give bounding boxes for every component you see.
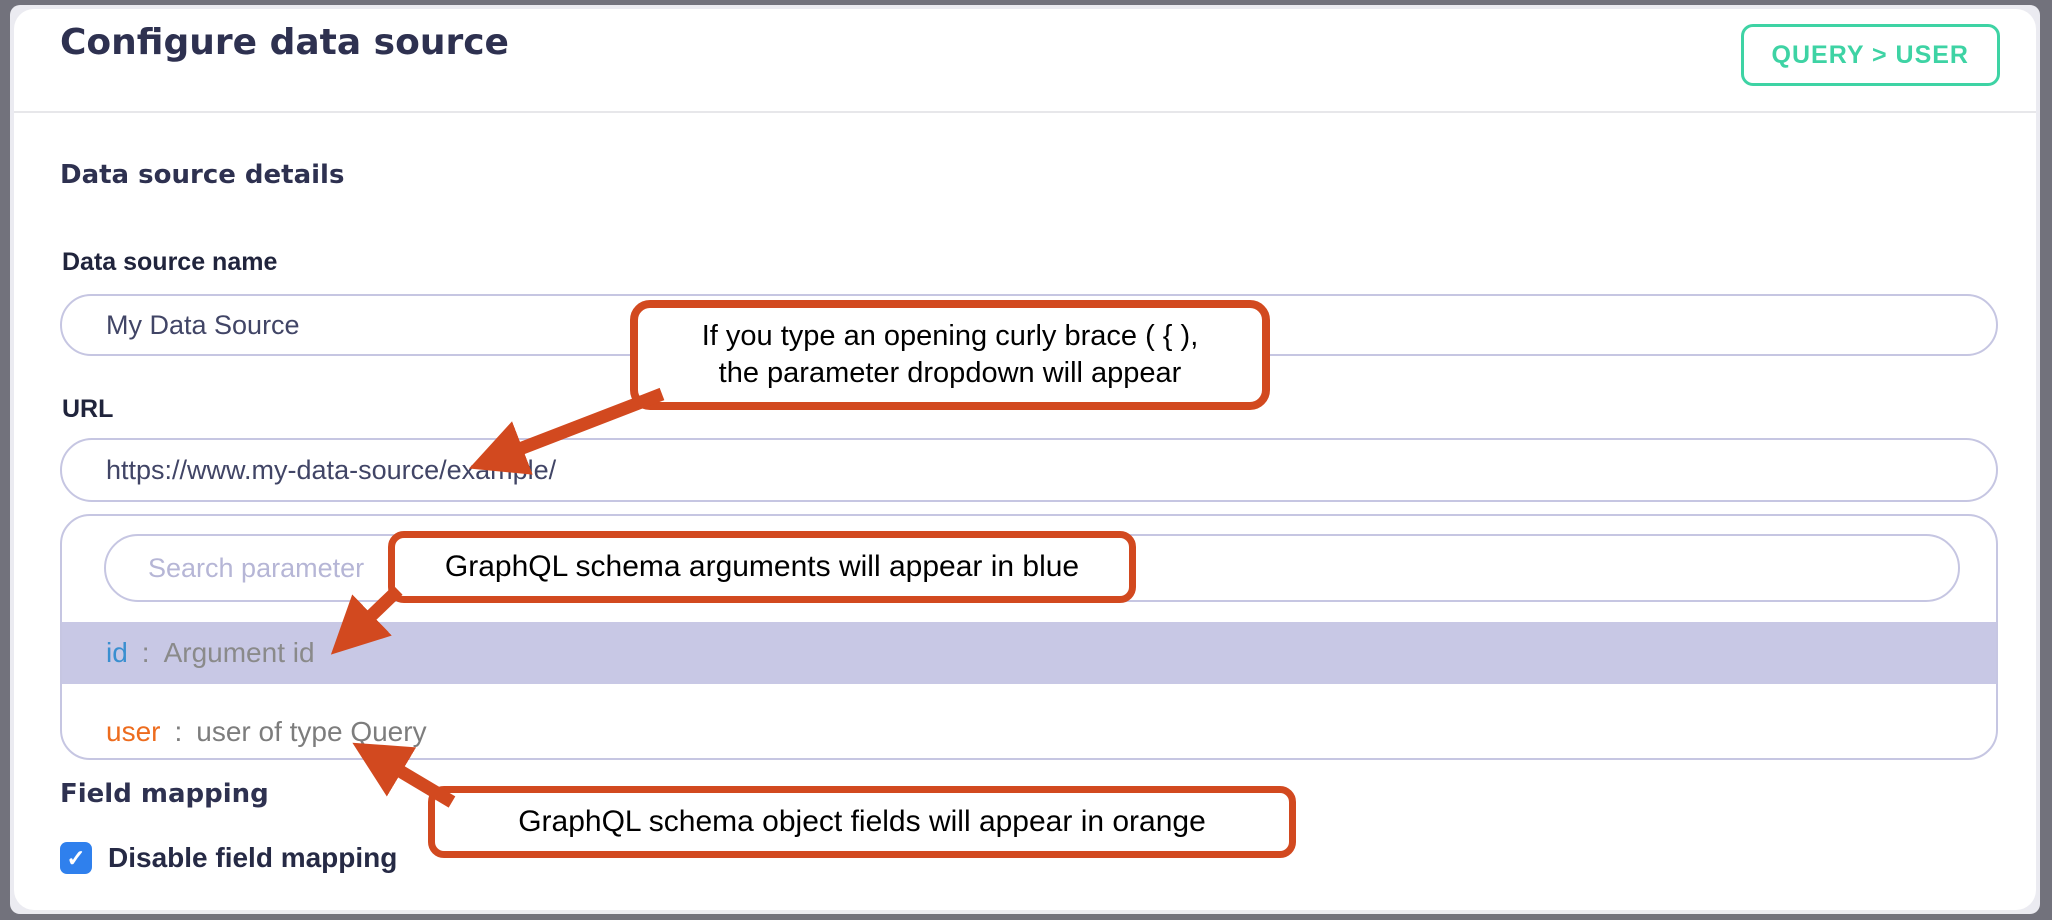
query-path-badge: QUERY > USER — [1740, 24, 2000, 86]
dropdown-item-user-separator: : — [174, 716, 183, 747]
disable-field-mapping-row[interactable]: ✓ Disable field mapping — [60, 842, 397, 874]
annotation-callout-arguments-blue: GraphQL schema arguments will appear in … — [388, 531, 1136, 603]
annotation-callout-curly-brace-line2: the parameter dropdown will appear — [718, 357, 1182, 389]
annotation-callout-curly-brace: If you type an opening curly brace ( { )… — [630, 300, 1270, 410]
dropdown-item-id-name: id — [106, 637, 128, 668]
dropdown-item-user-name: user — [106, 716, 161, 747]
dropdown-item-id-separator: : — [141, 637, 150, 668]
data-source-details-heading: Data source details — [60, 160, 345, 190]
disable-field-mapping-label: Disable field mapping — [108, 842, 398, 873]
data-source-name-label: Data source name — [62, 248, 278, 276]
dropdown-item-user-description: user of type Query — [196, 716, 427, 747]
page-title: Configure data source — [60, 22, 509, 63]
checkmark-icon: ✓ — [66, 844, 86, 871]
annotation-callout-curly-brace-line1: If you type an opening curly brace ( { )… — [701, 319, 1199, 352]
annotation-callout-arguments-blue-text: GraphQL schema arguments will appear in … — [444, 549, 1080, 583]
dropdown-item-id-description: Argument id — [163, 637, 315, 668]
dropdown-item-user[interactable]: user : user of type Query — [62, 704, 1996, 758]
annotation-callout-fields-orange: GraphQL schema object fields will appear… — [428, 786, 1296, 858]
header-divider — [14, 111, 2036, 113]
dropdown-item-id[interactable]: id : Argument id — [62, 622, 1996, 684]
disable-field-mapping-checkbox[interactable]: ✓ — [60, 842, 92, 874]
field-mapping-heading: Field mapping — [60, 779, 269, 809]
url-input[interactable] — [60, 438, 1998, 502]
url-label: URL — [62, 395, 114, 423]
annotation-callout-fields-orange-text: GraphQL schema object fields will appear… — [518, 804, 1206, 838]
